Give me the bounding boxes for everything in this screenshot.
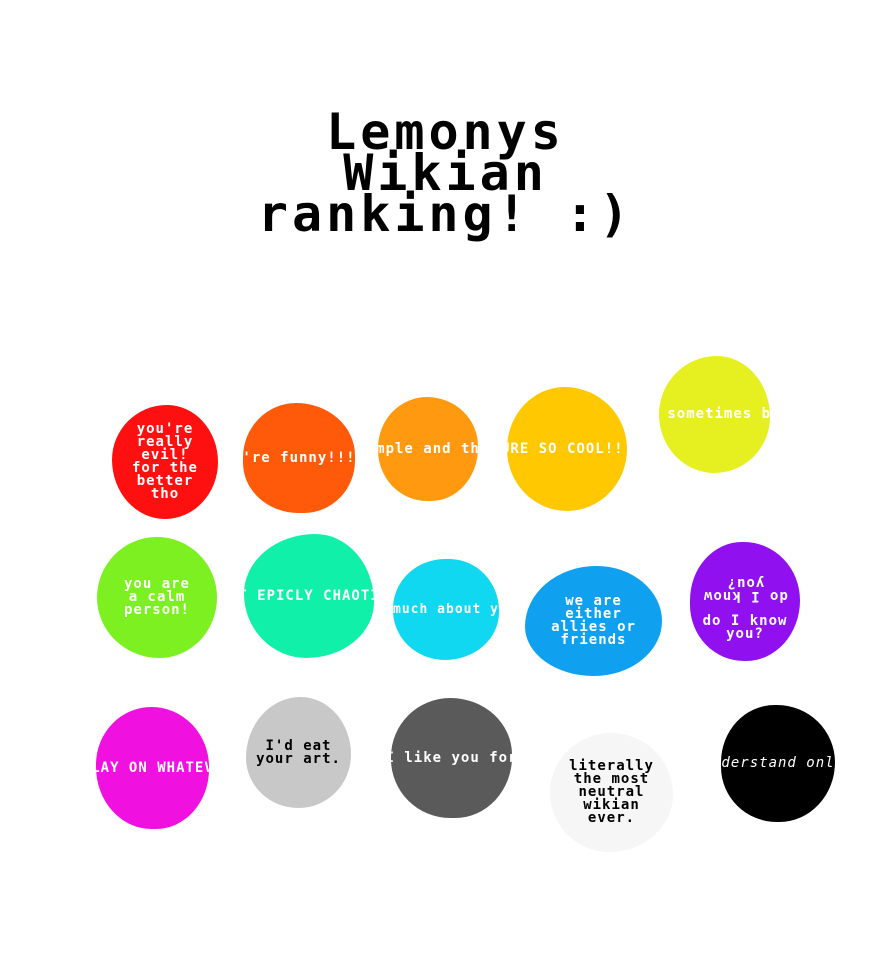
blob-cool-text: YOURE SO COOL!!!!! bbox=[507, 440, 627, 457]
blob-eat-art: I'd eat your art. bbox=[246, 697, 351, 808]
blob-know-you: do I know you? do I know you? bbox=[690, 542, 800, 661]
blob-funny-text: you're funny!!!! ! bbox=[243, 449, 355, 466]
blob-simple: you're simple and that's cool bbox=[378, 397, 478, 501]
blob-neutral: literally the most neutral wikian ever. bbox=[550, 733, 673, 852]
blob-allies: we are either allies or friends bbox=[525, 566, 662, 676]
blob-funny: you're funny!!!! ! bbox=[243, 403, 355, 513]
page-title: Lemonys Wikian ranking! :) bbox=[0, 103, 891, 243]
title-line-2: Wikian bbox=[343, 144, 548, 202]
blob-evil-text: you're really evil! for the better tho bbox=[131, 421, 198, 502]
blob-dont-know: i don't really know much about you, but … bbox=[393, 559, 499, 660]
blob-concern: you concern me sometimes but you're nice bbox=[659, 356, 770, 473]
blob-simple-text: you're simple and that's cool bbox=[378, 440, 478, 457]
blob-know-you-text: do I know you? bbox=[702, 612, 788, 642]
blob-slay: you always SLAY ON WHATEVER YOU DO!!! bbox=[96, 707, 209, 829]
blob-kind-text: you helped me and I like you for that yo… bbox=[391, 749, 512, 766]
title-line-1: Lemonys bbox=[326, 103, 565, 161]
blob-chaotic-text: you are the MOST EPICLY CHAOTIC CREATURE… bbox=[244, 587, 374, 604]
blob-understand-text: you're so hard to understand only this d… bbox=[721, 755, 835, 771]
blob-allies-text: we are either allies or friends bbox=[551, 593, 636, 648]
blob-calm: you are a calm person! bbox=[97, 537, 217, 658]
blob-calm-text: you are a calm person! bbox=[123, 576, 190, 618]
blob-understand: you're so hard to understand only this d… bbox=[721, 705, 835, 822]
blob-eat-art-text: I'd eat your art. bbox=[256, 737, 341, 767]
title-line-3: ranking! :) bbox=[257, 185, 634, 243]
blob-cool: YOURE SO COOL!!!!! bbox=[507, 387, 627, 511]
blob-dont-know-text: i don't really know much about you, but … bbox=[393, 601, 499, 617]
blob-evil: you're really evil! for the better tho bbox=[112, 405, 218, 519]
blob-concern-text: you concern me sometimes but you're nice bbox=[659, 406, 770, 422]
blob-chaotic: you are the MOST EPICLY CHAOTIC CREATURE… bbox=[244, 534, 374, 658]
blob-neutral-text: literally the most neutral wikian ever. bbox=[569, 758, 654, 826]
blob-kind: you helped me and I like you for that yo… bbox=[391, 698, 512, 818]
blob-slay-text: you always SLAY ON WHATEVER YOU DO!!! bbox=[96, 759, 209, 776]
blob-know-you-mirrored-text: do I know you? bbox=[702, 574, 788, 604]
